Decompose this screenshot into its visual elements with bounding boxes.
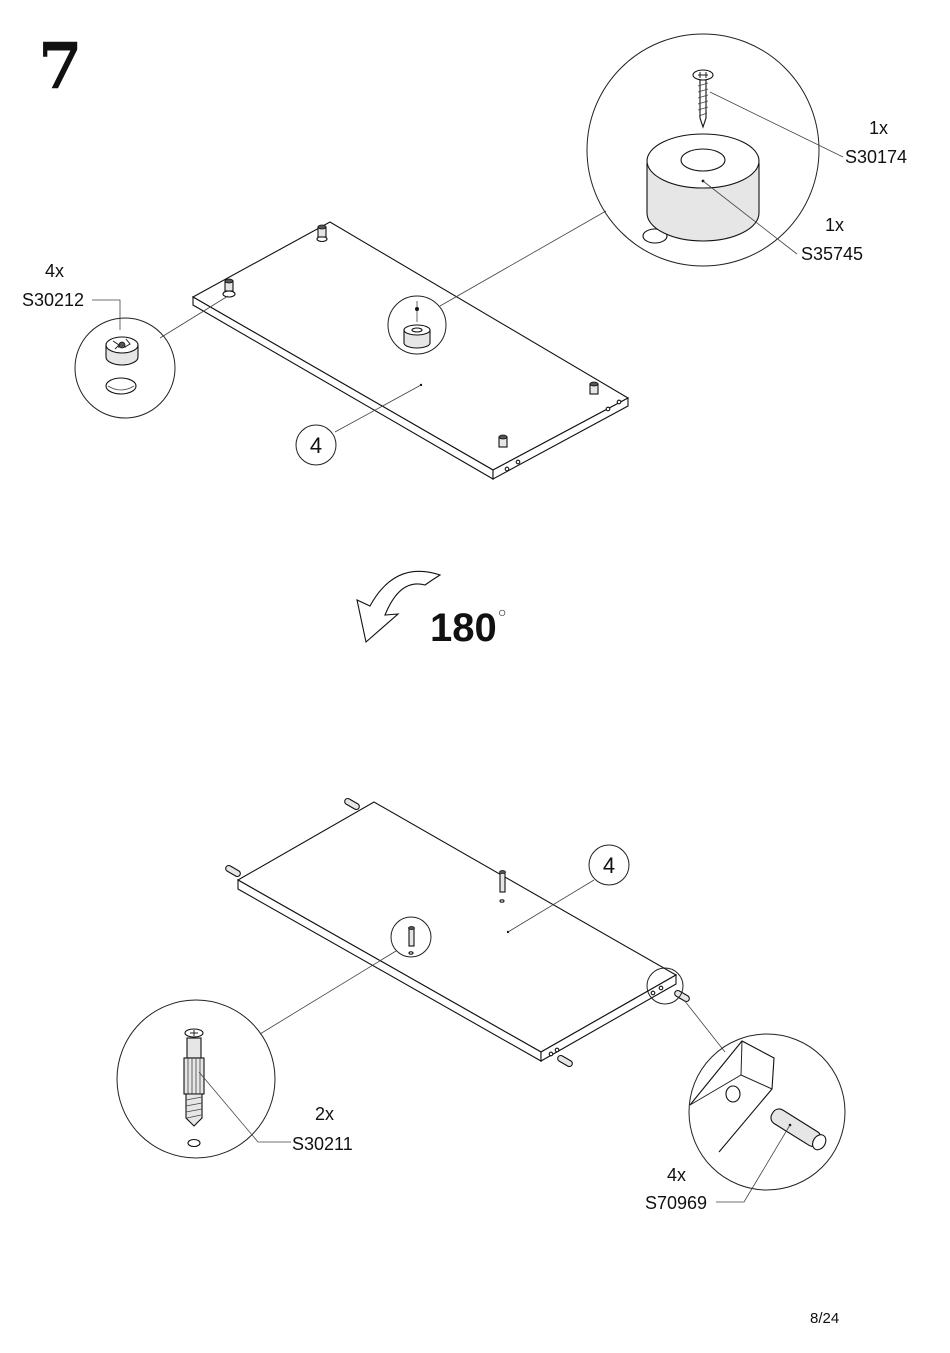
panel-number-top-text: 4 xyxy=(310,433,322,458)
panel-number-bottom: 4 xyxy=(507,844,630,933)
rotation-value: 180 xyxy=(430,606,497,650)
foot-screw-detail xyxy=(586,33,844,267)
dowel-code: S70969 xyxy=(645,1193,707,1213)
bolt-detail-circle xyxy=(116,999,276,1159)
bolt-qty: 2x xyxy=(315,1104,334,1124)
foot-code: S35745 xyxy=(801,244,863,264)
screw-part xyxy=(692,69,714,129)
dowel-detail-small-circle xyxy=(646,967,684,1005)
foot-detail-circle xyxy=(586,33,820,267)
rotation-degree: ○ xyxy=(498,604,506,620)
bolt-detail-small-circle xyxy=(390,916,432,958)
panel-top-view xyxy=(191,221,630,480)
cam-leader xyxy=(92,299,121,330)
panel-bottom-view xyxy=(236,801,678,1062)
cam-lock-marks xyxy=(222,224,599,448)
page-number: 8/24 xyxy=(810,1310,839,1327)
cam-lock-detail-circle xyxy=(74,317,176,419)
bottom-panel-group: 2x S30211 4x S70969 4 xyxy=(116,797,846,1213)
foot-detail-small-circle xyxy=(387,295,447,355)
top-panel-group: 1x S30174 1x S35745 4x S30212 4 xyxy=(22,33,907,480)
cam-code: S30212 xyxy=(22,290,84,310)
rotation-indicator: 180 ○ xyxy=(356,570,506,650)
screw-qty: 1x xyxy=(869,118,888,138)
panel-number-bottom-text: 4 xyxy=(603,853,615,878)
foot-qty: 1x xyxy=(825,215,844,235)
screw-code: S30174 xyxy=(845,147,907,167)
rotate-arrow-icon xyxy=(356,570,442,644)
foot-part xyxy=(642,133,760,244)
bolt-detail xyxy=(116,999,291,1159)
bolt-marks xyxy=(259,870,506,1035)
dowel-detail-circle xyxy=(688,1033,846,1191)
foot-on-panel xyxy=(387,210,607,355)
dowel-qty: 4x xyxy=(667,1165,686,1185)
dowel-detail xyxy=(646,967,846,1203)
cam-lock-detail xyxy=(74,295,229,419)
cam-qty: 4x xyxy=(45,261,64,281)
dowel-marks xyxy=(225,797,690,1068)
panel-number-top: 4 xyxy=(295,384,422,466)
bolt-code: S30211 xyxy=(292,1134,353,1154)
step-number: 7 xyxy=(38,29,83,104)
